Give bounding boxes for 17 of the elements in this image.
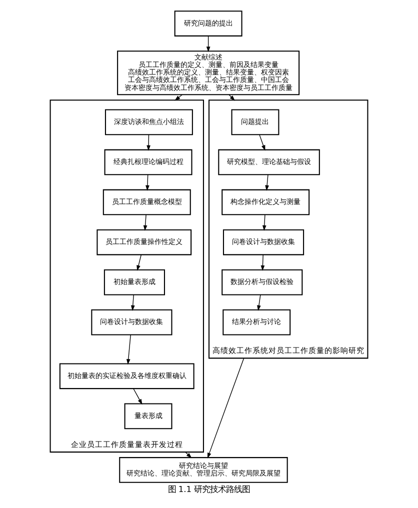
arrow (228, 94, 236, 101)
arrow (265, 174, 269, 191)
arrow (146, 174, 150, 191)
arrow (262, 214, 266, 231)
arrow (206, 36, 210, 52)
arrow (126, 334, 131, 365)
arrow (133, 388, 142, 405)
arrow (184, 452, 192, 458)
arrow (143, 214, 148, 231)
arrow (259, 134, 266, 151)
arrow (207, 358, 244, 458)
arrow (260, 254, 265, 271)
caption: 图 1.1 研究技术路线图 (168, 484, 250, 494)
arrow (146, 134, 150, 151)
arrow (130, 294, 135, 311)
arrow (257, 294, 261, 311)
arrow (136, 254, 142, 271)
